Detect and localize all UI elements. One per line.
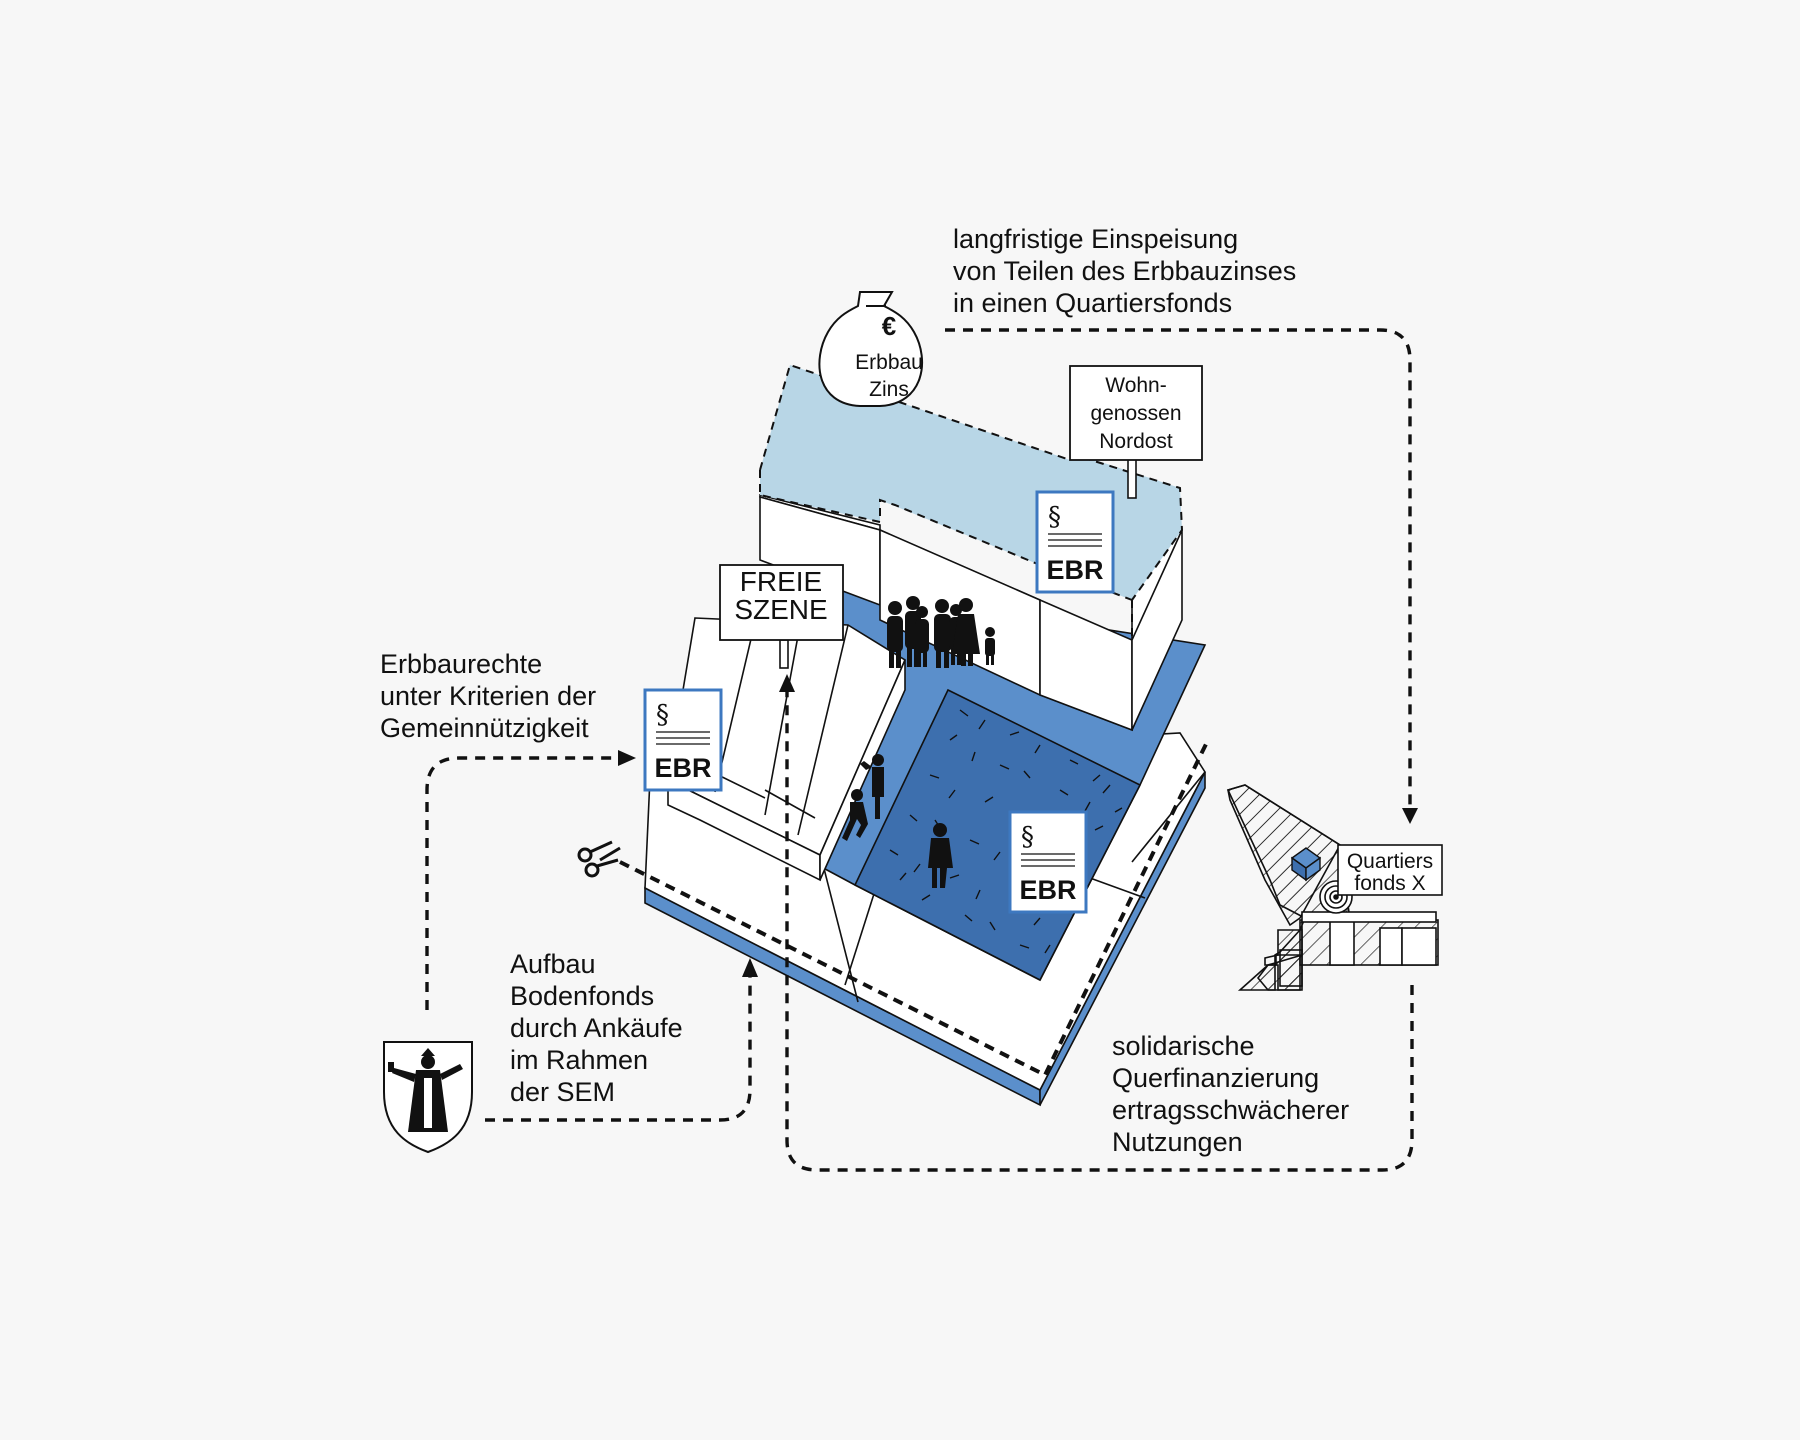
money-bag-icon: € Erbbau Zins <box>818 291 923 407</box>
roof-ridge <box>797 624 849 836</box>
bottom-note-line-5: der SEM <box>510 1077 615 1107</box>
person-icon <box>952 598 980 666</box>
quartiersfonds-sign <box>1337 844 1443 896</box>
top-note-line-1: langfristige Einspeisung <box>953 224 1238 254</box>
freie-szene-line-1: FREIE <box>740 566 822 597</box>
ebr-label: EBR <box>654 753 711 783</box>
housing-wall-right-side <box>1131 529 1183 731</box>
tile-line <box>1131 771 1206 863</box>
arrow-city-to-ebr <box>425 756 620 1010</box>
quartiersfonds-line-2: fonds X <box>1354 872 1425 895</box>
freie-szene-side <box>819 659 906 881</box>
paragraph-symbol: § <box>1021 822 1034 852</box>
bottom-note-line-2: Bodenfonds <box>510 981 654 1011</box>
freie-szene-sign: FREIE SZENE <box>719 564 844 669</box>
freie-szene-line-2: SZENE <box>734 594 827 625</box>
people-group <box>842 596 995 888</box>
left-note-line-2: unter Kriterien der <box>380 681 596 711</box>
annotation-bottom: Aufbau Bodenfonds durch Ankäufe im Rahme… <box>510 949 683 1107</box>
child-icon <box>985 627 995 665</box>
person-icon <box>860 754 884 819</box>
top-note-line-3: in einen Quartiersfonds <box>953 288 1232 318</box>
paragraph-symbol: § <box>1048 502 1061 532</box>
right-note-line-2: Querfinanzierung <box>1112 1063 1319 1093</box>
site-cut-line <box>619 739 1210 1078</box>
ebr-label: EBR <box>1019 875 1076 905</box>
person-icon <box>928 823 953 888</box>
annotation-left: Erbbaurechte unter Kriterien der Gemeinn… <box>380 649 596 743</box>
arrow-erbbauzins-to-fonds <box>945 328 1412 810</box>
bottom-note-line-3: durch Ankäufe <box>510 1013 683 1043</box>
ebr-card-park: § EBR <box>1008 810 1088 914</box>
quartiersfonds-building: Quartiers fonds X <box>1226 784 1443 991</box>
wohngenossen-line-2: genossen <box>1090 402 1181 425</box>
ebr-label: EBR <box>1046 555 1103 585</box>
ebr-card-top: § EBR <box>1035 490 1115 594</box>
annotation-right: solidarische Querfinanzierung ertragssch… <box>1112 1031 1349 1157</box>
wohngenossen-line-1: Wohn- <box>1105 374 1166 397</box>
annotation-top: langfristige Einspeisung von Teilen des … <box>953 224 1296 318</box>
right-note-line-3: ertragsschwächerer <box>1112 1095 1349 1125</box>
money-bag-line-2: Zins <box>869 378 909 401</box>
wohngenossen-line-3: Nordost <box>1099 430 1173 453</box>
top-note-line-2: von Teilen des Erbbauzinses <box>953 256 1296 286</box>
arrow-fonds-to-freie-szene <box>785 690 1414 1172</box>
ebr-card-left: § EBR <box>643 688 723 792</box>
wohngenossen-sign: Wohn- genossen Nordost <box>1069 365 1203 499</box>
right-note-line-1: solidarische <box>1112 1031 1255 1061</box>
city-coat-of-arms-icon <box>383 1041 473 1154</box>
money-bag-line-1: Erbbau <box>855 351 923 374</box>
person-icon <box>934 599 951 668</box>
freie-szene-facade <box>667 778 821 882</box>
bottom-note-line-4: im Rahmen <box>510 1045 648 1075</box>
euro-symbol: € <box>882 311 896 341</box>
person-icon <box>887 601 903 668</box>
paragraph-symbol: § <box>656 700 669 730</box>
target-rings-icon <box>1319 880 1353 914</box>
tile-line <box>1089 877 1146 899</box>
left-note-line-1: Erbbaurechte <box>380 649 542 679</box>
arrow-city-to-platform <box>485 975 752 1122</box>
bottom-note-line-1: Aufbau <box>510 949 596 979</box>
roof-ridge <box>764 624 801 816</box>
scissors-icon <box>577 840 621 878</box>
freie-szene-building <box>667 617 907 882</box>
roof-ridge <box>764 789 816 819</box>
person-icon <box>842 789 868 841</box>
person-icon <box>915 606 929 667</box>
process-arrows <box>425 328 1418 1172</box>
left-note-line-3: Gemeinnützigkeit <box>380 713 589 743</box>
right-note-line-4: Nutzungen <box>1112 1127 1243 1157</box>
quartiersfonds-line-1: Quartiers <box>1347 850 1433 873</box>
